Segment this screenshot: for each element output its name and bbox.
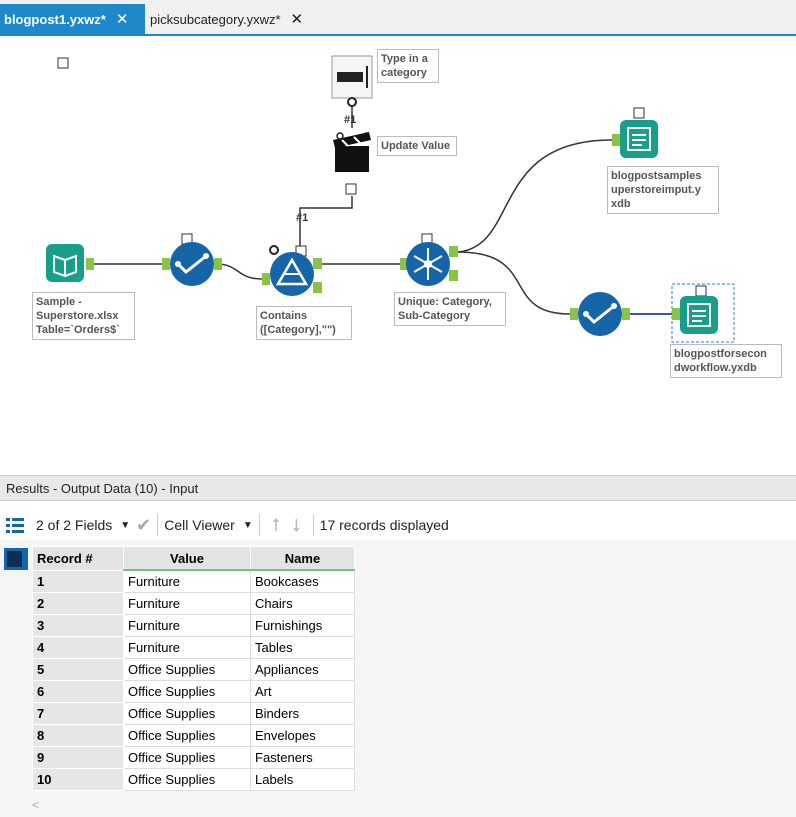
record-cell[interactable]: 4 (32, 636, 124, 659)
select-tool-1[interactable] (162, 233, 222, 286)
record-cell[interactable]: 8 (32, 724, 124, 747)
output-data-tool-2[interactable] (671, 283, 735, 343)
name-cell[interactable]: Appliances (250, 658, 355, 681)
value-cell[interactable]: Office Supplies (123, 746, 251, 769)
value-cell[interactable]: Furniture (123, 569, 251, 593)
fields-label: 2 of 2 Fields (36, 517, 113, 533)
tab-bar: blogpost1.yxwz* ✕ picksubcategory.yxwz* … (0, 0, 796, 36)
tab-blogpost1[interactable]: blogpost1.yxwz* ✕ (0, 4, 145, 34)
wire-select-to-filter (215, 263, 263, 280)
record-cell[interactable]: 10 (32, 768, 124, 791)
name-cell[interactable]: Labels (250, 768, 355, 791)
chevron-down-icon: ▼ (242, 519, 253, 531)
tab-label: picksubcategory.yxwz* (150, 11, 281, 27)
arrow-up-icon[interactable]: ⭡ (271, 514, 281, 535)
column-header-record[interactable]: Record # (32, 546, 124, 571)
wire-unique-to-output1 (457, 139, 613, 253)
record-cell[interactable]: 2 (32, 592, 124, 615)
cell-viewer-label: Cell Viewer (164, 517, 235, 533)
name-cell[interactable]: Art (250, 680, 355, 703)
value-cell[interactable]: Office Supplies (123, 724, 251, 747)
text-box-tool[interactable] (331, 55, 373, 107)
value-cell[interactable]: Office Supplies (123, 658, 251, 681)
value-cell[interactable]: Furniture (123, 614, 251, 637)
workflow-diagram (46, 55, 735, 343)
records-count: 17 records displayed (319, 517, 449, 533)
divider (312, 514, 314, 536)
results-toolbar: 2 of 2 Fields ▼ ✔ Cell Viewer ▼ ⭡ ⭣ 17 r… (0, 510, 796, 540)
scroll-left-icon[interactable]: < (32, 798, 40, 812)
close-icon[interactable]: ✕ (115, 11, 129, 28)
divider (157, 514, 159, 536)
column-header-name[interactable]: Name (250, 546, 355, 571)
record-cell[interactable]: 3 (32, 614, 124, 637)
cell-viewer-dropdown[interactable]: Cell Viewer ▼ (164, 517, 252, 533)
input-label: Sample - Superstore.xlsx Table=`Orders$` (32, 292, 135, 340)
input-data-tool[interactable] (46, 57, 94, 282)
name-cell[interactable]: Tables (250, 636, 355, 659)
filter-label: Contains ([Category],"") (256, 306, 352, 340)
results-header: Results - Output Data (10) - Input (0, 475, 796, 501)
close-icon[interactable]: ✕ (290, 11, 304, 28)
list-icon[interactable] (0, 515, 30, 535)
tab-picksubcategory[interactable]: picksubcategory.yxwz* ✕ (146, 4, 346, 34)
checkmark-icon[interactable]: ✔ (136, 514, 152, 535)
filter-tool[interactable] (262, 245, 322, 296)
output2-label: blogpostforsecon dworkflow.yxdb (670, 344, 782, 378)
wire-label-middle: #1 (296, 212, 309, 224)
record-cell[interactable]: 7 (32, 702, 124, 725)
update-value-label: Update Value (377, 136, 457, 156)
name-cell[interactable]: Bookcases (250, 569, 355, 593)
column-header-value[interactable]: Value (123, 546, 251, 571)
name-cell[interactable]: Binders (250, 702, 355, 725)
unique-tool[interactable] (400, 233, 458, 286)
select-tool-2[interactable] (570, 292, 630, 336)
record-cell[interactable]: 5 (32, 658, 124, 681)
wire-unique-to-select2 (457, 251, 571, 315)
value-cell[interactable]: Office Supplies (123, 768, 251, 791)
value-cell[interactable]: Office Supplies (123, 680, 251, 703)
name-cell[interactable]: Chairs (250, 592, 355, 615)
divider (258, 514, 260, 536)
output-data-tool-1[interactable] (612, 107, 658, 158)
workflow-canvas[interactable]: Type in a category Update Value Sample -… (0, 36, 796, 466)
record-cell[interactable]: 9 (32, 746, 124, 769)
table-header-row: Record # Value Name (32, 546, 355, 571)
name-cell[interactable]: Fasteners (250, 746, 355, 769)
record-cell[interactable]: 6 (32, 680, 124, 703)
name-cell[interactable]: Envelopes (250, 724, 355, 747)
record-cell[interactable]: 1 (32, 569, 124, 593)
fields-dropdown[interactable]: 2 of 2 Fields ▼ (36, 517, 130, 533)
value-cell[interactable]: Office Supplies (123, 702, 251, 725)
value-cell[interactable]: Furniture (123, 592, 251, 615)
arrow-down-icon[interactable]: ⭣ (292, 514, 301, 535)
update-value-tool[interactable] (333, 132, 371, 195)
chevron-down-icon: ▼ (120, 519, 131, 531)
unique-label: Unique: Category, Sub-Category (394, 292, 506, 326)
record-view-icon[interactable] (4, 548, 28, 575)
output1-label: blogpostsamples uperstoreimput.y xdb (607, 166, 719, 214)
text-box-label: Type in a category (377, 49, 439, 83)
tab-label: blogpost1.yxwz* (4, 11, 106, 27)
wire-update-to-filter (299, 196, 353, 246)
value-cell[interactable]: Furniture (123, 636, 251, 659)
name-cell[interactable]: Furnishings (250, 614, 355, 637)
wire-label-top: #1 (344, 114, 357, 126)
